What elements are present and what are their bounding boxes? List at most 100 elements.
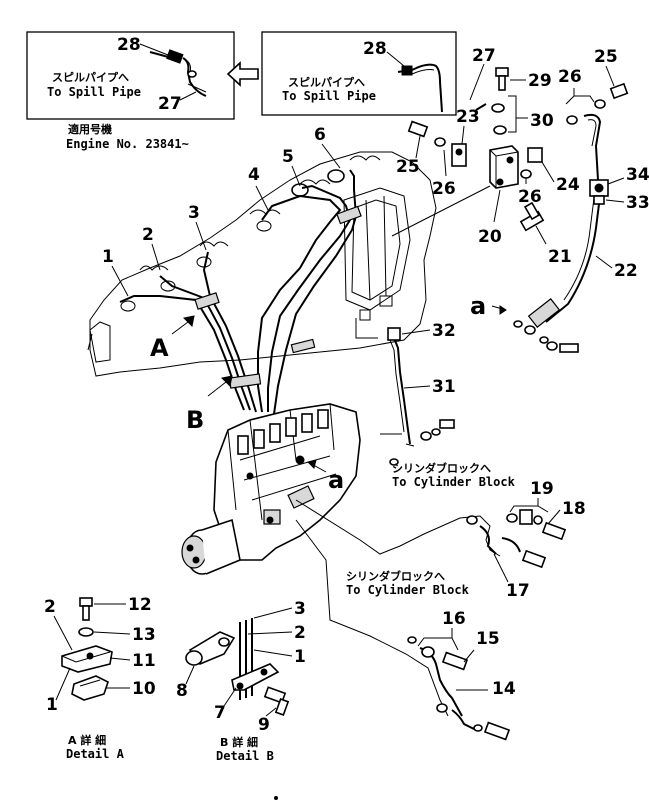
svg-text:26: 26 xyxy=(432,179,456,199)
svg-text:25: 25 xyxy=(594,47,618,67)
detail-b-callout-3: 3 xyxy=(253,599,306,619)
svg-text:14: 14 xyxy=(492,679,516,699)
svg-text:1: 1 xyxy=(102,247,114,267)
callout-3: 3 xyxy=(188,203,207,251)
connector-34 xyxy=(589,179,609,205)
svg-text:12: 12 xyxy=(128,595,152,615)
nut-24 xyxy=(520,147,543,179)
detail-a-callout-12: 12 xyxy=(94,595,152,615)
svg-text:27: 27 xyxy=(472,46,496,66)
svg-text:3: 3 xyxy=(294,599,306,619)
detail-b-callout-8: 8 xyxy=(176,665,195,701)
cyl-block-en-1: To Cylinder Block xyxy=(392,475,516,489)
svg-text:5: 5 xyxy=(282,147,294,167)
bolt-25-top xyxy=(566,82,629,125)
callout-18: 18 xyxy=(547,499,586,525)
svg-text:19: 19 xyxy=(530,479,554,499)
cyl-block-jp-1: シリンダブロックへ xyxy=(392,461,491,475)
svg-text:7: 7 xyxy=(214,703,226,723)
svg-text:B: B xyxy=(186,406,204,434)
svg-text:26: 26 xyxy=(518,187,542,207)
callout-32: 32 xyxy=(401,321,456,341)
svg-text:17: 17 xyxy=(506,581,530,601)
detail-a-callout-13: 13 xyxy=(93,625,156,645)
callout-23: 23 xyxy=(456,107,480,145)
washer-30b xyxy=(493,125,507,135)
cyl-block-en-2: To Cylinder Block xyxy=(346,583,470,597)
callout-26-top: 26 xyxy=(558,67,595,105)
bolt-29 xyxy=(495,67,509,91)
svg-text:34: 34 xyxy=(626,165,649,185)
svg-text:28: 28 xyxy=(363,39,387,59)
svg-text:3: 3 xyxy=(188,203,200,223)
svg-text:18: 18 xyxy=(562,499,586,519)
svg-text:11: 11 xyxy=(132,651,156,671)
svg-text:6: 6 xyxy=(314,125,326,145)
callout-16: 16 xyxy=(417,609,466,651)
svg-text:9: 9 xyxy=(258,715,270,735)
svg-text:2: 2 xyxy=(294,623,306,643)
svg-text:25: 25 xyxy=(396,157,420,177)
cyl-block-jp-2: シリンダブロックへ xyxy=(346,569,445,583)
inset-right-box xyxy=(261,31,457,116)
detail-a-drawing xyxy=(61,597,113,701)
callout-31: 31 xyxy=(403,377,456,397)
callout-21: 21 xyxy=(535,225,572,267)
inset-left-jp-text: スピルパイプへ xyxy=(52,70,129,84)
svg-text:2: 2 xyxy=(44,597,56,617)
pipe-14 xyxy=(295,519,511,741)
svg-text:28: 28 xyxy=(117,35,141,55)
svg-text:31: 31 xyxy=(432,377,456,397)
callout-4: 4 xyxy=(248,165,269,211)
callout-5: 5 xyxy=(282,147,301,187)
svg-text:13: 13 xyxy=(132,625,156,645)
detail-a-callout-10: 10 xyxy=(106,679,156,699)
svg-text:4: 4 xyxy=(248,165,260,185)
fittings-a-top xyxy=(513,320,579,353)
svg-text:29: 29 xyxy=(528,71,552,91)
callout-33: 33 xyxy=(605,193,649,213)
serial-jp-text: 適用号機 xyxy=(68,122,112,136)
svg-text:20: 20 xyxy=(478,227,502,247)
callout-2: 2 xyxy=(142,225,161,271)
scan-dot xyxy=(274,796,278,800)
svg-text:16: 16 xyxy=(442,609,466,629)
washer-30a xyxy=(491,103,505,113)
callout-14: 14 xyxy=(456,679,516,699)
detail-b-callout-7: 7 xyxy=(214,687,237,723)
arrow-a-top: a xyxy=(470,292,507,320)
detail-b-callout-2: 2 xyxy=(247,623,306,643)
svg-text:A: A xyxy=(150,334,169,362)
callout-15: 15 xyxy=(463,629,500,663)
block-20 xyxy=(489,145,519,189)
injection-pipes xyxy=(119,169,362,415)
svg-text:23: 23 xyxy=(456,107,480,127)
callout-27-right: 27 xyxy=(469,46,496,101)
detail-a-callout-1: 1 xyxy=(46,667,71,715)
svg-text:10: 10 xyxy=(132,679,156,699)
svg-text:26: 26 xyxy=(558,67,582,87)
detail-b-jp: B 詳 細 xyxy=(220,735,258,749)
callout-28-left: 28 xyxy=(117,35,169,56)
drive-coupling xyxy=(181,518,241,575)
callout-20: 20 xyxy=(478,189,502,247)
callout-1: 1 xyxy=(102,247,129,297)
callout-22: 22 xyxy=(595,255,638,281)
callout-30: 30 xyxy=(516,111,554,131)
bolt-25-left xyxy=(407,120,446,147)
pipe-31 xyxy=(380,327,455,466)
svg-text:1: 1 xyxy=(294,647,306,667)
detail-a-en: Detail A xyxy=(66,747,125,761)
clamp-23 xyxy=(451,143,467,167)
svg-text:a: a xyxy=(470,292,486,320)
inset-right-jp-text: スピルパイプへ xyxy=(288,75,365,89)
view-marker-B: B xyxy=(186,375,233,434)
bolt-21 xyxy=(519,201,545,232)
svg-text:8: 8 xyxy=(176,681,188,701)
callout-29: 29 xyxy=(510,71,552,91)
injection-pump xyxy=(213,403,361,561)
svg-text:2: 2 xyxy=(142,225,154,245)
svg-text:21: 21 xyxy=(548,247,572,267)
svg-text:33: 33 xyxy=(626,193,649,213)
